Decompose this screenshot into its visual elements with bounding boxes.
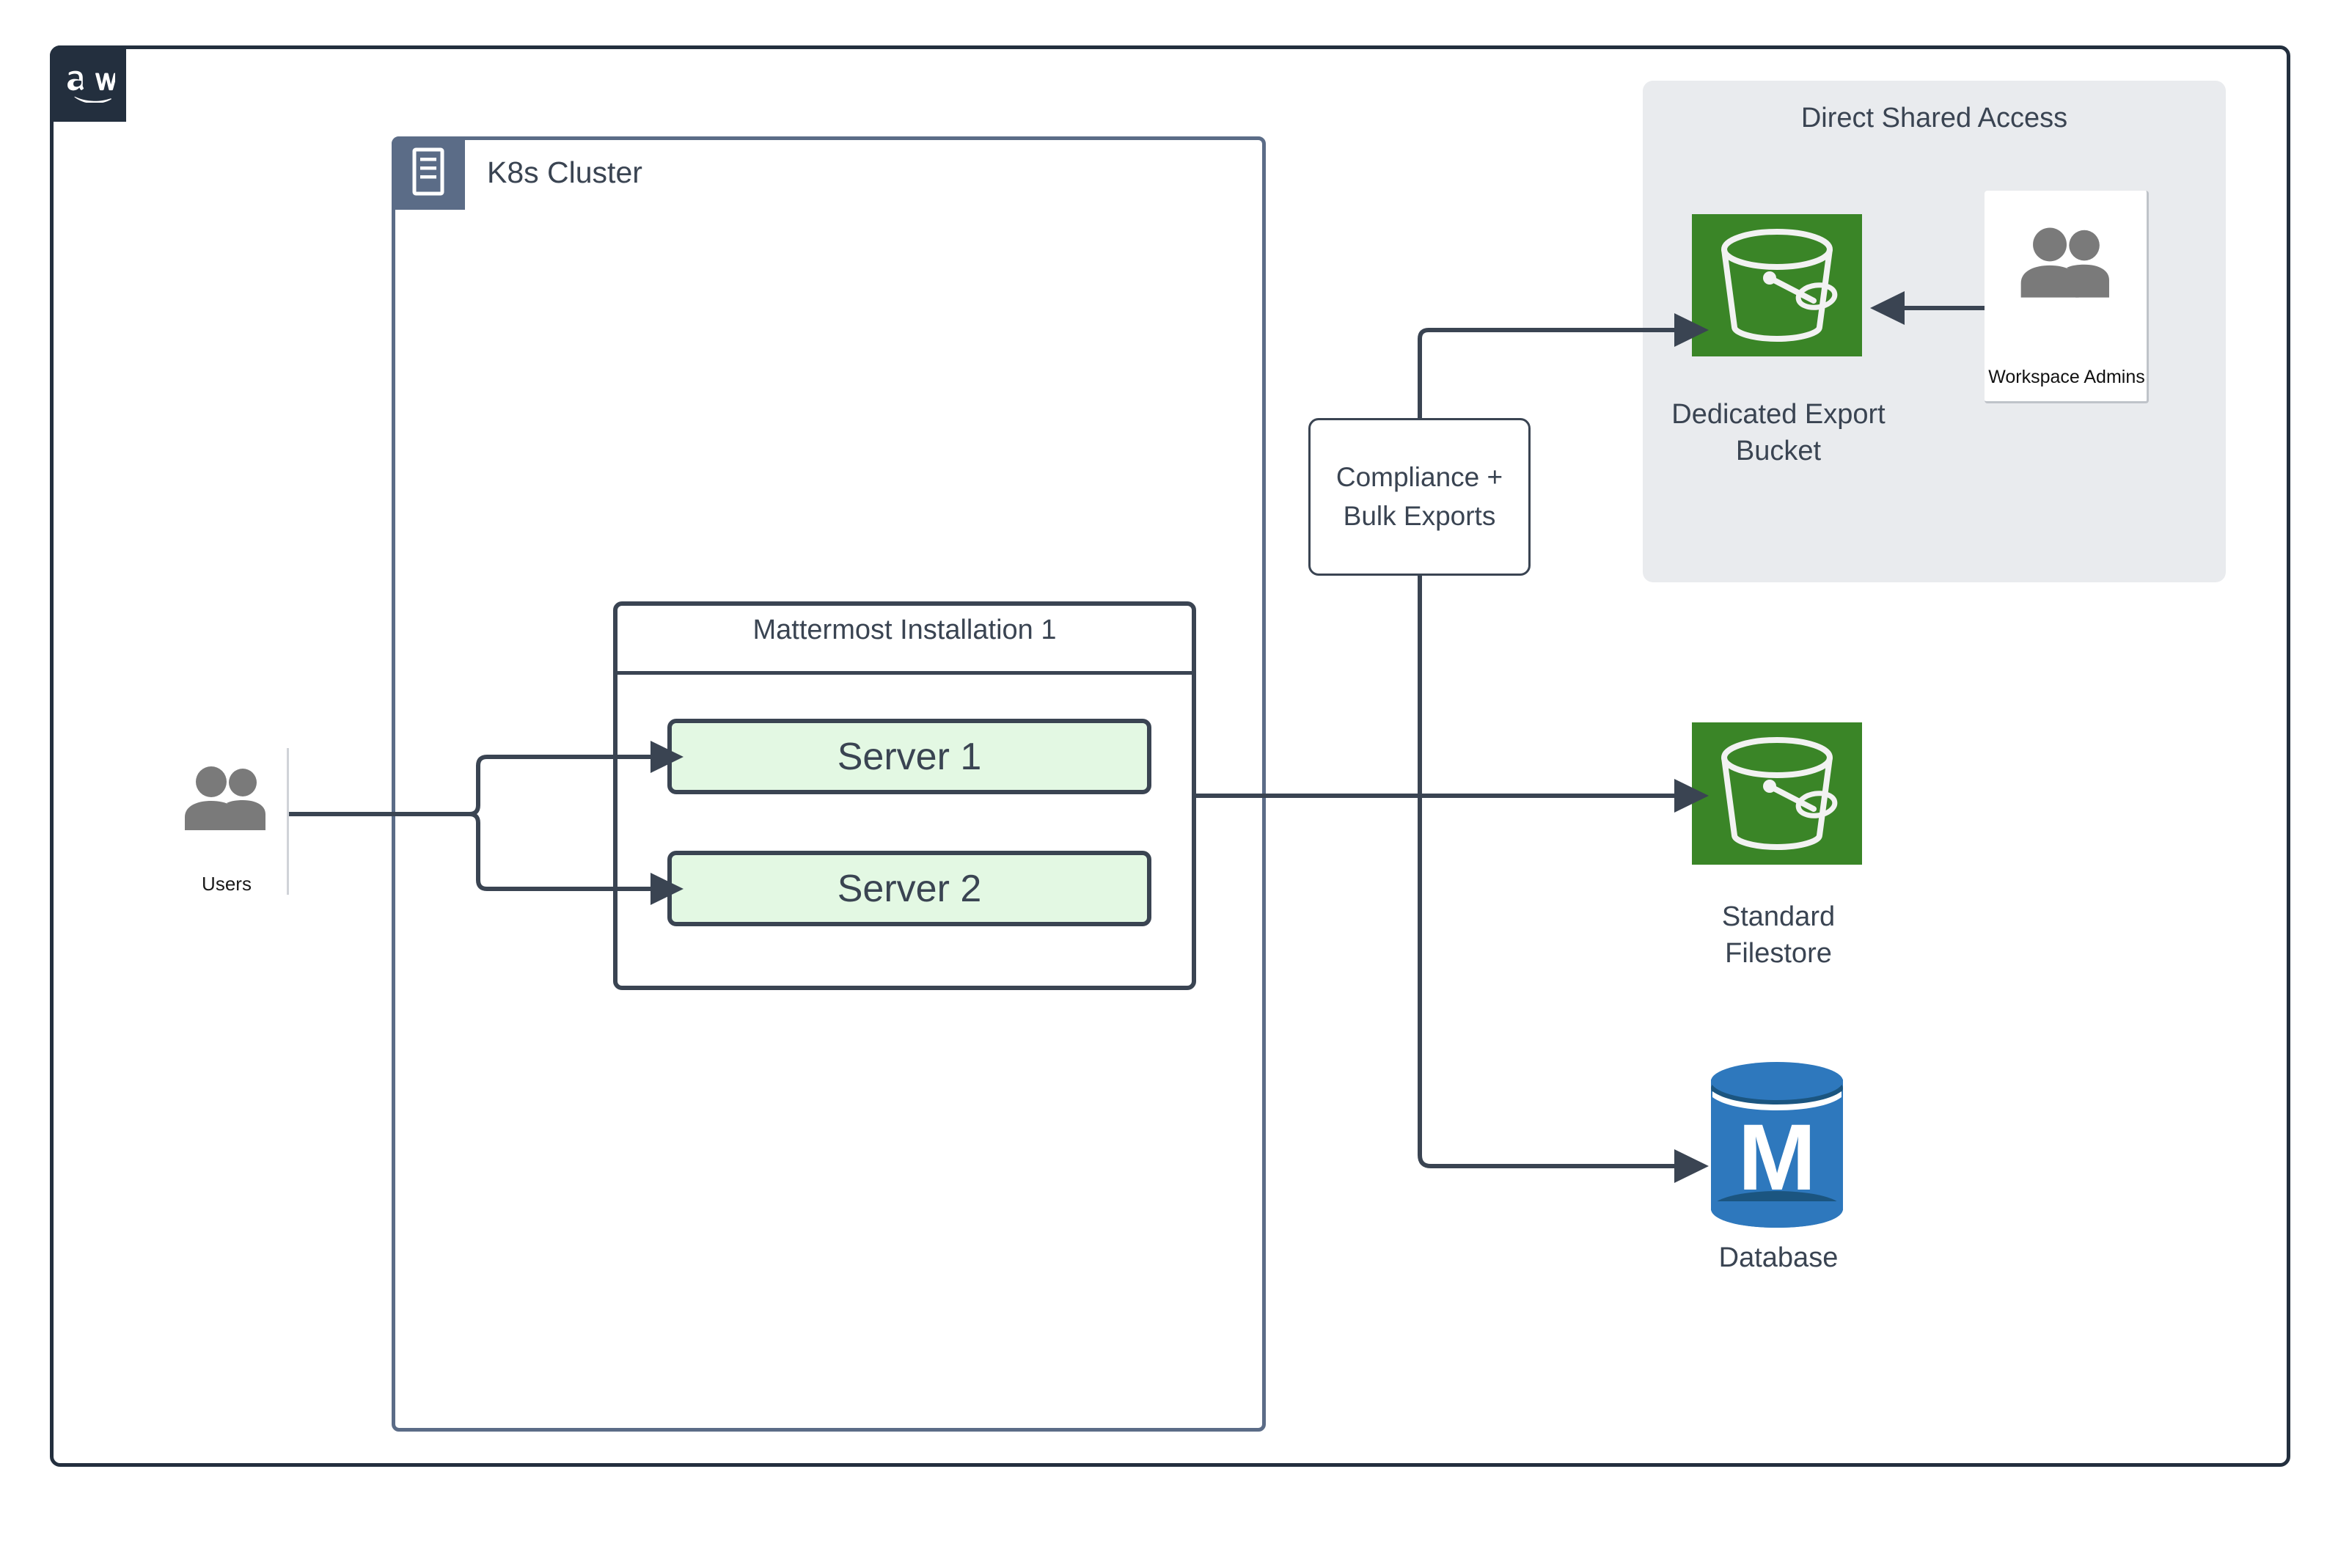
compliance-line-2: Bulk Exports (1343, 500, 1496, 531)
mattermost-installation-box (613, 601, 1196, 990)
aws-cloud-boundary (50, 45, 2290, 1467)
compliance-line-1: Compliance + (1335, 461, 1503, 492)
svg-text:M: M (1738, 1105, 1817, 1210)
dedicated-export-bucket-label: Dedicated Export Bucket (1599, 396, 1958, 469)
server-rack-icon (412, 147, 444, 199)
s3-bucket-icon-filestore[interactable] (1692, 722, 1862, 865)
users-group-icon-admins (2015, 224, 2118, 301)
database-label: Database (1718, 1242, 1839, 1273)
database-cylinder-icon[interactable]: M (1705, 1058, 1849, 1231)
aws-logo-badge (50, 45, 126, 122)
server-1-node[interactable]: Server 1 (667, 719, 1151, 794)
export-bucket-label-line-1: Dedicated Export (1671, 399, 1886, 430)
workspace-admins-label: Workspace Admins (1988, 367, 2145, 387)
k8s-cluster-title: K8s Cluster (487, 155, 642, 189)
aws-logo-icon (61, 65, 115, 103)
standard-filestore-label: Standard Filestore (1599, 898, 1958, 972)
filestore-label-line-1: Standard (1721, 901, 1836, 932)
mattermost-installation-title: Mattermost Installation 1 (752, 615, 1057, 645)
k8s-cluster-badge (392, 136, 465, 210)
k8s-cluster-boundary (392, 136, 1266, 1432)
s3-bucket-icon-export[interactable] (1692, 214, 1862, 356)
compliance-bulk-exports-node[interactable]: Compliance + Bulk Exports (1308, 418, 1531, 576)
mattermost-title-divider (613, 671, 1196, 675)
users-label: Users (202, 873, 252, 895)
server-2-label: Server 2 (837, 867, 982, 910)
filestore-label-line-2: Filestore (1725, 938, 1832, 970)
export-bucket-label-line-2: Bucket (1735, 436, 1822, 467)
users-group-icon (180, 763, 274, 833)
server-1-label: Server 1 (837, 735, 982, 778)
direct-shared-access-title: Direct Shared Access (1800, 103, 2068, 133)
server-2-node[interactable]: Server 2 (667, 851, 1151, 926)
